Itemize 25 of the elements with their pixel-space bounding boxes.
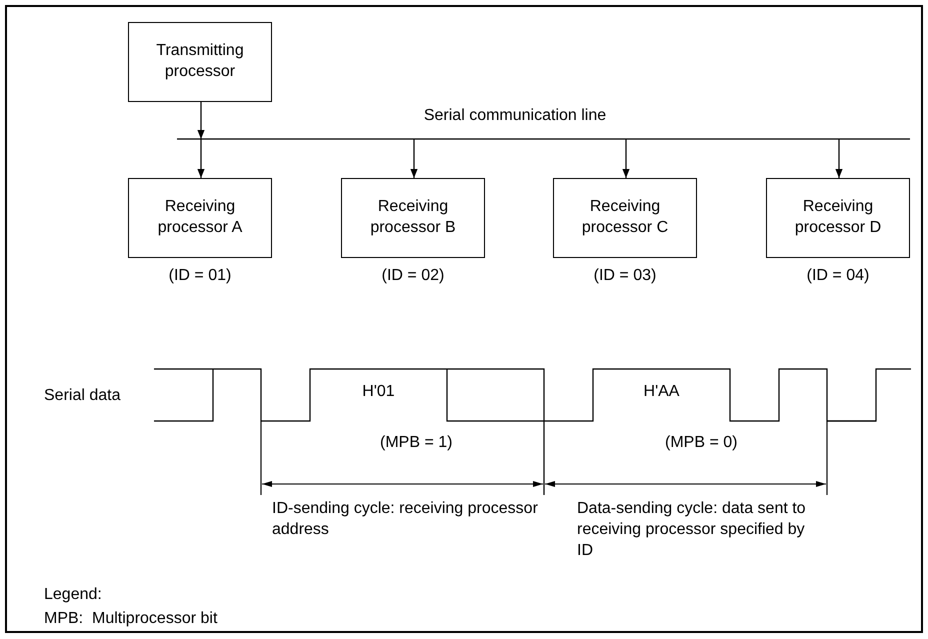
arrow	[197, 139, 205, 178]
id-label: (ID = 04)	[806, 266, 870, 286]
processor-box: Receiving processor C	[553, 178, 697, 258]
id-label: (ID = 02)	[380, 266, 446, 286]
id-label: (ID = 03)	[592, 266, 658, 286]
bit-value: (MPB = 1)	[380, 433, 452, 453]
signal-name: Serial data	[44, 386, 120, 406]
processor-box: Receiving processor A	[128, 178, 272, 258]
arrow	[410, 139, 418, 178]
arrow	[622, 139, 630, 178]
bit-value: (MPB = 0)	[665, 433, 738, 453]
processor-box: Receiving processor D	[766, 178, 910, 258]
processor-box: Transmitting processor	[128, 22, 272, 102]
data-value: H'01	[361, 382, 396, 402]
cycle-description: ID-sending cycle: receiving processor address	[272, 499, 539, 540]
arrow	[197, 102, 205, 139]
id-label: (ID = 01)	[168, 266, 232, 286]
bus-line	[177, 138, 910, 140]
arrow	[835, 139, 843, 178]
data-value: H'AA	[642, 382, 680, 402]
cycle-description: Data-sending cycle: data sent to receiving processor specified by ID	[577, 499, 807, 561]
bus-label: Serial communication line	[422, 106, 608, 126]
legend-entry: MPB: Multiprocessor bit	[44, 609, 218, 629]
legend-heading: Legend:	[44, 585, 102, 605]
processor-box: Receiving processor B	[341, 178, 485, 258]
